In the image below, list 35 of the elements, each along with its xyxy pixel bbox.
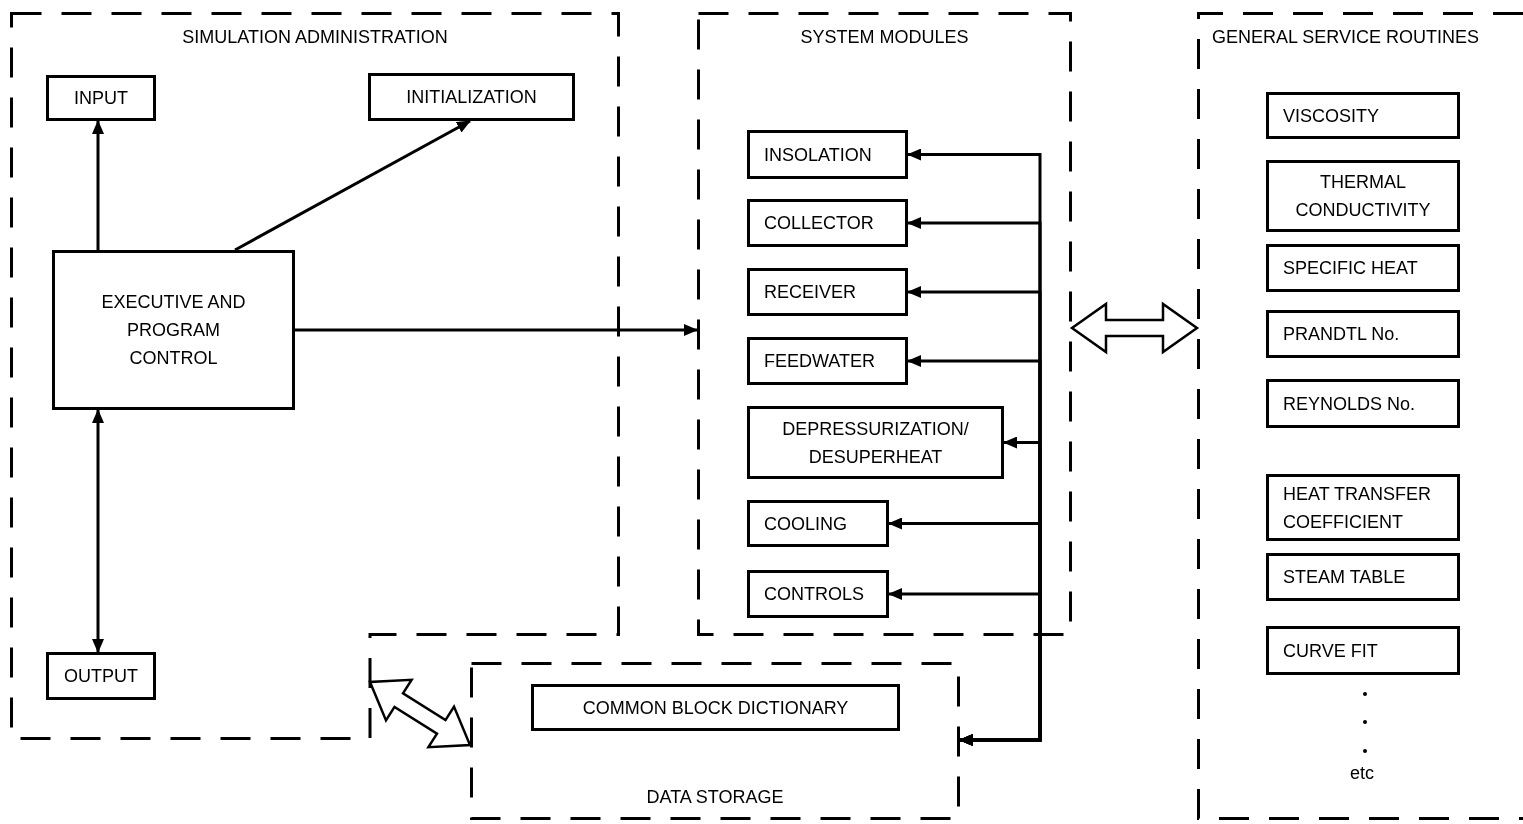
module-box: CONTROLS xyxy=(747,570,889,618)
region-title: SIMULATION ADMINISTRATION xyxy=(181,26,449,48)
module-box: PRANDTL No. xyxy=(1266,310,1460,358)
module-box: INITIALIZATION xyxy=(368,73,575,121)
region-title: SYSTEM MODULES xyxy=(799,26,970,48)
module-box: RECEIVER xyxy=(747,268,908,316)
module-box: SPECIFIC HEAT xyxy=(1266,244,1460,292)
module-box: COOLING xyxy=(747,500,889,547)
dashed-region xyxy=(470,662,960,820)
arrow xyxy=(295,324,698,336)
module-box: EXECUTIVE AND PROGRAM CONTROL xyxy=(52,250,295,410)
arrow xyxy=(888,588,1042,746)
arrow xyxy=(92,120,104,250)
hollow-double-arrow xyxy=(1069,301,1200,355)
module-box: COLLECTOR xyxy=(747,199,908,247)
module-box: COMMON BLOCK DICTIONARY xyxy=(531,684,900,731)
module-box: THERMAL CONDUCTIVITY xyxy=(1266,160,1460,232)
module-box: INPUT xyxy=(46,75,156,121)
note-text: etc xyxy=(1350,762,1374,784)
module-box: REYNOLDS No. xyxy=(1266,379,1460,428)
module-box: STEAM TABLE xyxy=(1266,553,1460,601)
module-box: VISCOSITY xyxy=(1266,92,1460,139)
module-box: INSOLATION xyxy=(747,130,908,179)
hollow-double-arrow xyxy=(368,678,472,749)
module-box: FEEDWATER xyxy=(747,337,908,385)
dashed-region xyxy=(1197,12,1523,820)
arrow xyxy=(92,409,104,653)
region-title: DATA STORAGE xyxy=(645,786,785,808)
module-box: DEPRESSURIZATION/ DESUPERHEAT xyxy=(747,406,1004,479)
arrow xyxy=(234,119,471,252)
module-box: OUTPUT xyxy=(46,652,156,700)
module-box: CURVE FIT xyxy=(1266,626,1460,675)
dashed-region xyxy=(697,12,1072,636)
region-title: GENERAL SERVICE ROUTINES xyxy=(1212,26,1480,48)
module-box: HEAT TRANSFER COEFFICIENT xyxy=(1266,474,1460,541)
